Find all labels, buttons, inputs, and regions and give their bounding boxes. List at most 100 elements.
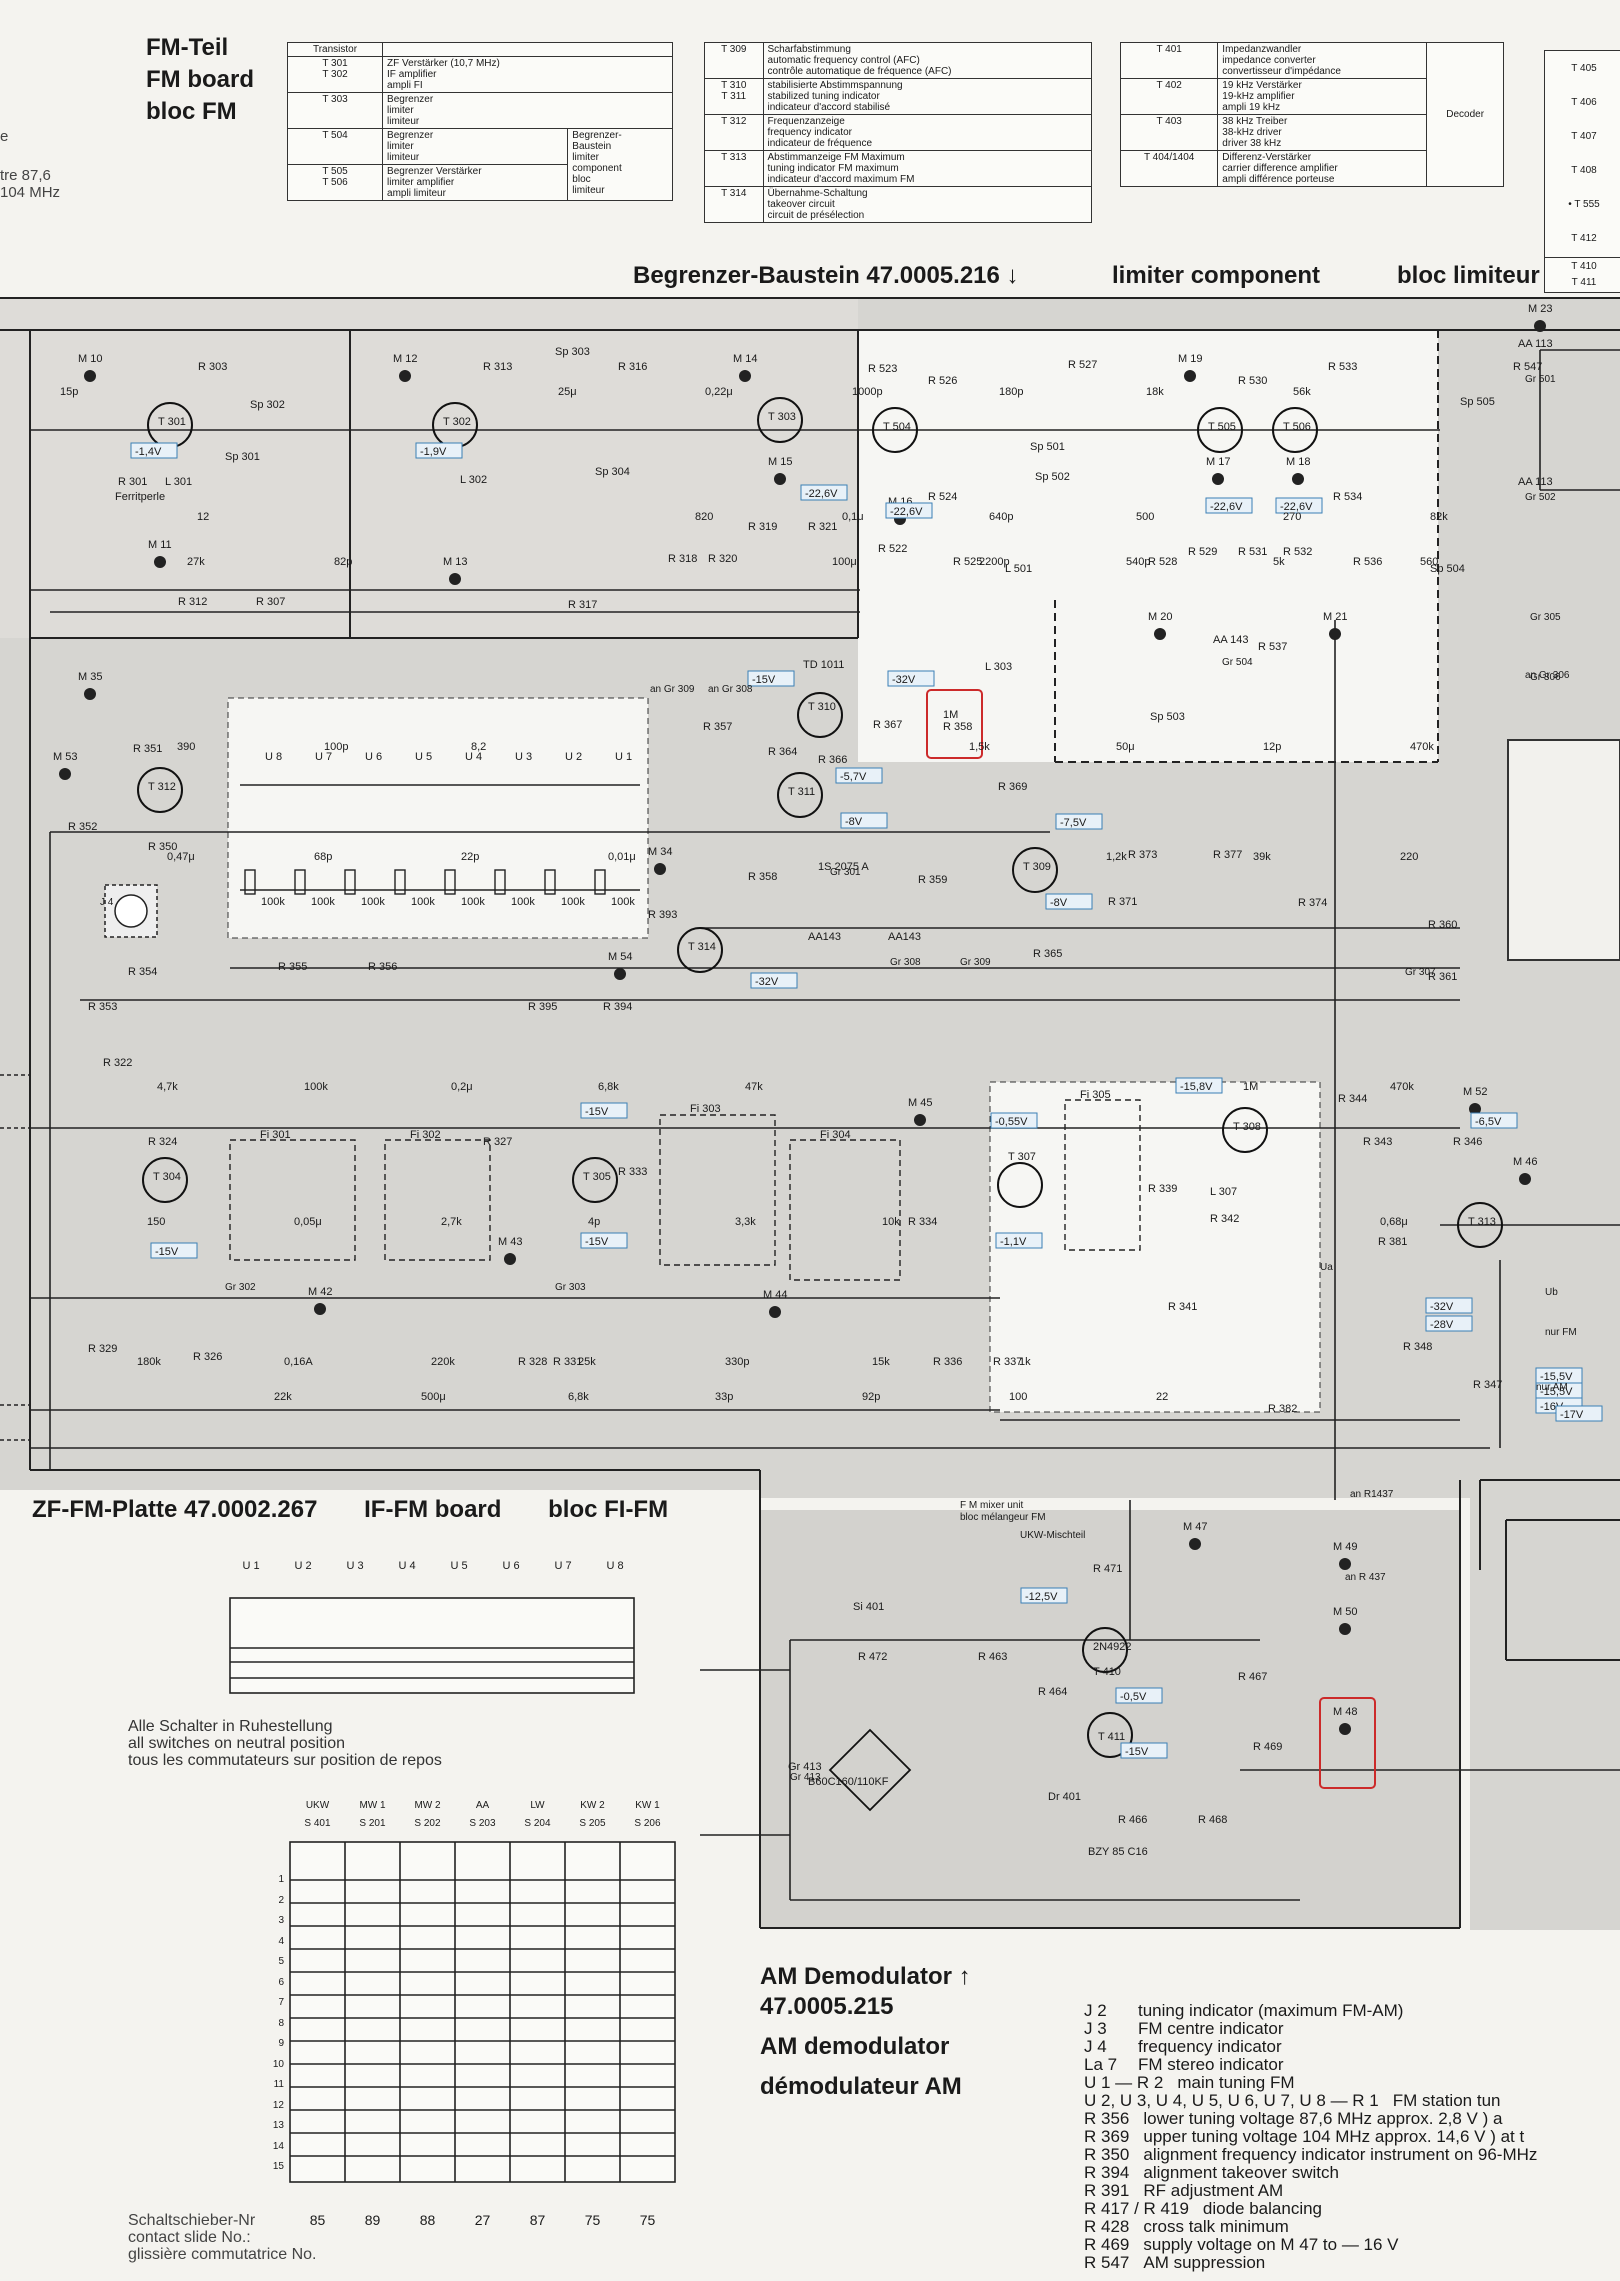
component-ref: R 393 <box>648 909 677 921</box>
voltage-badge-box <box>1425 1315 1473 1332</box>
component-ref: R 533 <box>1328 361 1357 373</box>
component-ref: R 464 <box>1038 1686 1067 1698</box>
voltage-badge-box <box>1020 1587 1068 1604</box>
row-number: 3 <box>278 1915 284 1926</box>
test-point-dot <box>914 1114 926 1126</box>
component-ref: R 381 <box>1378 1236 1407 1248</box>
legend-ref: R 356 <box>1084 2109 1130 2128</box>
test-point-dot <box>1212 473 1224 485</box>
component-value: 4p <box>588 1216 600 1228</box>
filter-boxes <box>229 1099 1141 1281</box>
preset-pots <box>240 784 640 895</box>
component-value: 2200p <box>979 556 1010 568</box>
misc-label: an R1437 <box>1350 1489 1394 1500</box>
title-line-de: FM-Teil <box>146 34 229 61</box>
component-value: 39k <box>1253 851 1271 863</box>
legend-ref: R 428 <box>1084 2217 1130 2236</box>
slide-number: 27 <box>474 2212 491 2228</box>
filter-label: Ferritperle <box>115 491 165 503</box>
component-ref: T 304 <box>153 1171 181 1183</box>
misc-label: nur AM <box>1536 1382 1568 1393</box>
band-label: KW 1 <box>635 1800 660 1811</box>
component-ref: R 531 <box>1238 546 1267 558</box>
filter-label: Sp 303 <box>555 346 590 358</box>
row-number: 6 <box>278 1976 284 1988</box>
voltage-badge: -15,8V <box>1180 1081 1213 1093</box>
filter-label: Sp 504 <box>1430 563 1465 575</box>
component-value: 150 <box>147 1216 165 1228</box>
test-point-dot <box>449 573 461 585</box>
row-number: 2 <box>278 1894 284 1906</box>
test-point-dot <box>1292 473 1304 485</box>
component-ref: M 13 <box>443 556 467 568</box>
component-ref: T 302 <box>443 416 471 428</box>
component-ref: T 309 <box>1023 861 1051 873</box>
slide-caption-fr: glissière commutatrice No. <box>128 2246 317 2263</box>
voltage-badge: -8V <box>845 816 863 828</box>
component-ref: R 354 <box>128 966 157 978</box>
legend-text: RF adjustment AM <box>1143 2181 1284 2200</box>
cut-line: 104 MHz <box>0 184 61 201</box>
voltage-badge-box <box>1275 497 1323 514</box>
component-value: 220k <box>431 1356 455 1368</box>
component-value: 22 <box>1156 1391 1168 1403</box>
rest-caption: Alle Schalter in Ruhestellung all switch… <box>128 1718 442 1769</box>
component-value: 0,47μ <box>167 851 195 863</box>
if-board-title-en: IF-FM board <box>364 1496 502 1523</box>
component-ref: R 320 <box>708 553 737 565</box>
legend-text: frequency indicator <box>1138 2037 1282 2056</box>
component-ref: R 463 <box>978 1651 1007 1663</box>
highlight-m48 <box>1319 1697 1376 1789</box>
component-value: 330p <box>725 1356 749 1368</box>
misc-label: Gr 308 <box>890 957 921 968</box>
voltage-badge: -15,5V <box>1540 1386 1573 1398</box>
component-ref: R 331 <box>553 1356 582 1368</box>
component-ref: T 307 <box>1008 1151 1036 1163</box>
voltage-badge-box <box>1425 1297 1473 1314</box>
u-switch-label: U 3 <box>346 1560 364 1572</box>
row-number: 15 <box>272 2161 284 2172</box>
if-switch-matrix <box>229 1597 635 1694</box>
component-ref: T 303 <box>768 411 796 423</box>
filter-label: Fi 305 <box>1080 1089 1111 1101</box>
component-ref: T 410 <box>1093 1666 1121 1678</box>
component-value: 220 <box>1400 851 1418 863</box>
component-ref: M 46 <box>1513 1156 1537 1168</box>
filter-label: Sp 505 <box>1460 396 1495 408</box>
filter-label: L 302 <box>460 474 487 486</box>
component-value: 640p <box>989 511 1013 523</box>
component-ref: AA143 <box>888 931 921 943</box>
test-point-dot <box>59 768 71 780</box>
voltage-badge: -6,5V <box>1475 1116 1502 1128</box>
misc-label: Gr 413 <box>790 1772 821 1783</box>
component-value: 10k <box>882 1216 900 1228</box>
am-demodulator-panel <box>760 1510 1460 1928</box>
misc-label: bloc mélangeur FM <box>960 1512 1046 1523</box>
component-value: 5k <box>1273 556 1285 568</box>
legend-text: alignment frequency indicator instrument… <box>1143 2145 1538 2164</box>
component-ref: R 303 <box>198 361 227 373</box>
component-ref: T 411 <box>1098 1731 1125 1743</box>
component-value: 0,68μ <box>1380 1216 1408 1228</box>
component-value: 0,05μ <box>294 1216 322 1228</box>
slide-number: 75 <box>584 2212 601 2228</box>
value-labels: 15p1282p8,20,01μ47k10k1k2256k82k27k100p2… <box>60 386 1448 1403</box>
component-ref: R 471 <box>1093 1563 1122 1575</box>
component-value: 0,1μ <box>842 511 864 523</box>
component-ref: R 468 <box>1198 1814 1227 1826</box>
row-number: 10 <box>272 2058 284 2070</box>
component-value: 1000p <box>852 386 883 398</box>
component-value: 6,8k <box>568 1391 589 1403</box>
